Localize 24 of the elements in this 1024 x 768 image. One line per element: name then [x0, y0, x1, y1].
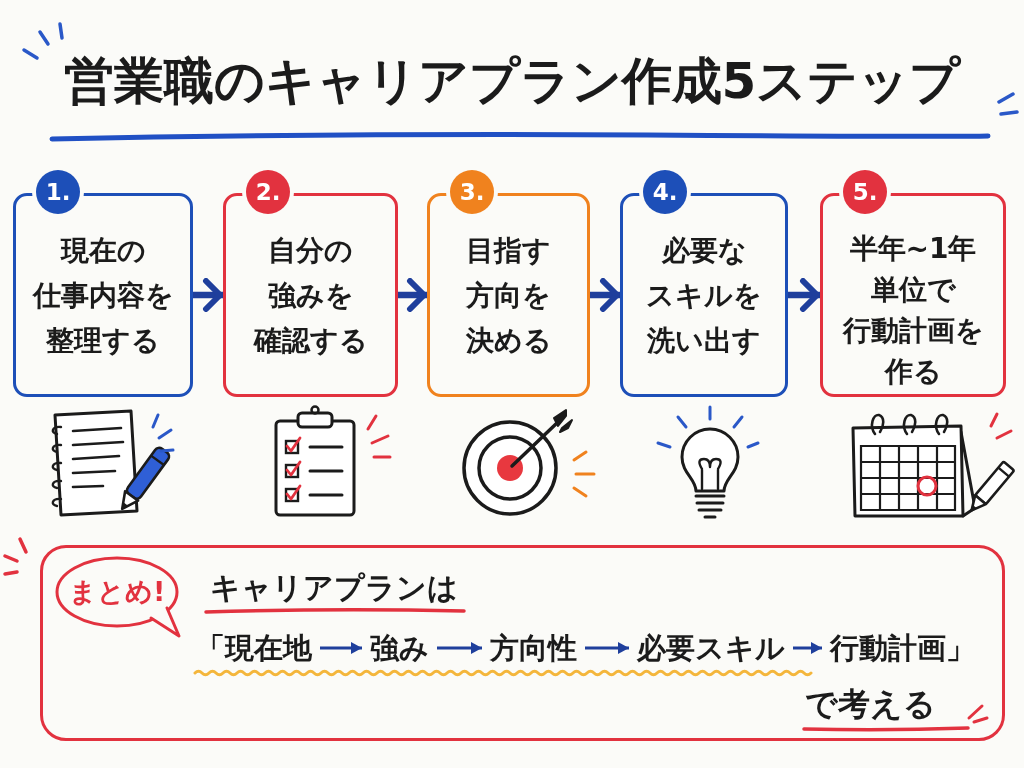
- flow-term: 「現在地: [188, 630, 320, 666]
- step-number: 3.: [450, 170, 494, 214]
- flow-term: 方向性: [482, 630, 585, 666]
- step-text: 半年~1年単位で行動計画を作る: [842, 231, 984, 390]
- flow-term: 行動計画」: [822, 630, 983, 666]
- step-text: 現在の仕事内容を整理する: [32, 233, 174, 359]
- flow-term: 必要スキル: [629, 630, 793, 666]
- step-text: 自分の強みを確認する: [253, 233, 368, 359]
- bubble-text: まとめ!: [68, 575, 166, 609]
- step-text: 目指す方向を決める: [465, 233, 552, 359]
- summary-heading: キャリアプランは: [210, 569, 458, 607]
- arrow: [793, 642, 822, 654]
- step-text: 必要なスキルを洗い出す: [646, 233, 762, 359]
- arrow: [437, 642, 482, 654]
- summary-conclusion: で考える: [805, 684, 936, 724]
- arrow: [320, 642, 362, 654]
- flow-term: 強み: [362, 630, 437, 666]
- step-number: 1.: [36, 170, 80, 214]
- summary-panel: [40, 545, 1005, 741]
- step-number: 4.: [643, 170, 687, 214]
- step-number: 2.: [246, 170, 290, 214]
- title: 営業職のキャリアプラン作成5ステップ: [63, 51, 961, 112]
- arrow: [585, 642, 629, 654]
- step-number: 5.: [843, 170, 887, 214]
